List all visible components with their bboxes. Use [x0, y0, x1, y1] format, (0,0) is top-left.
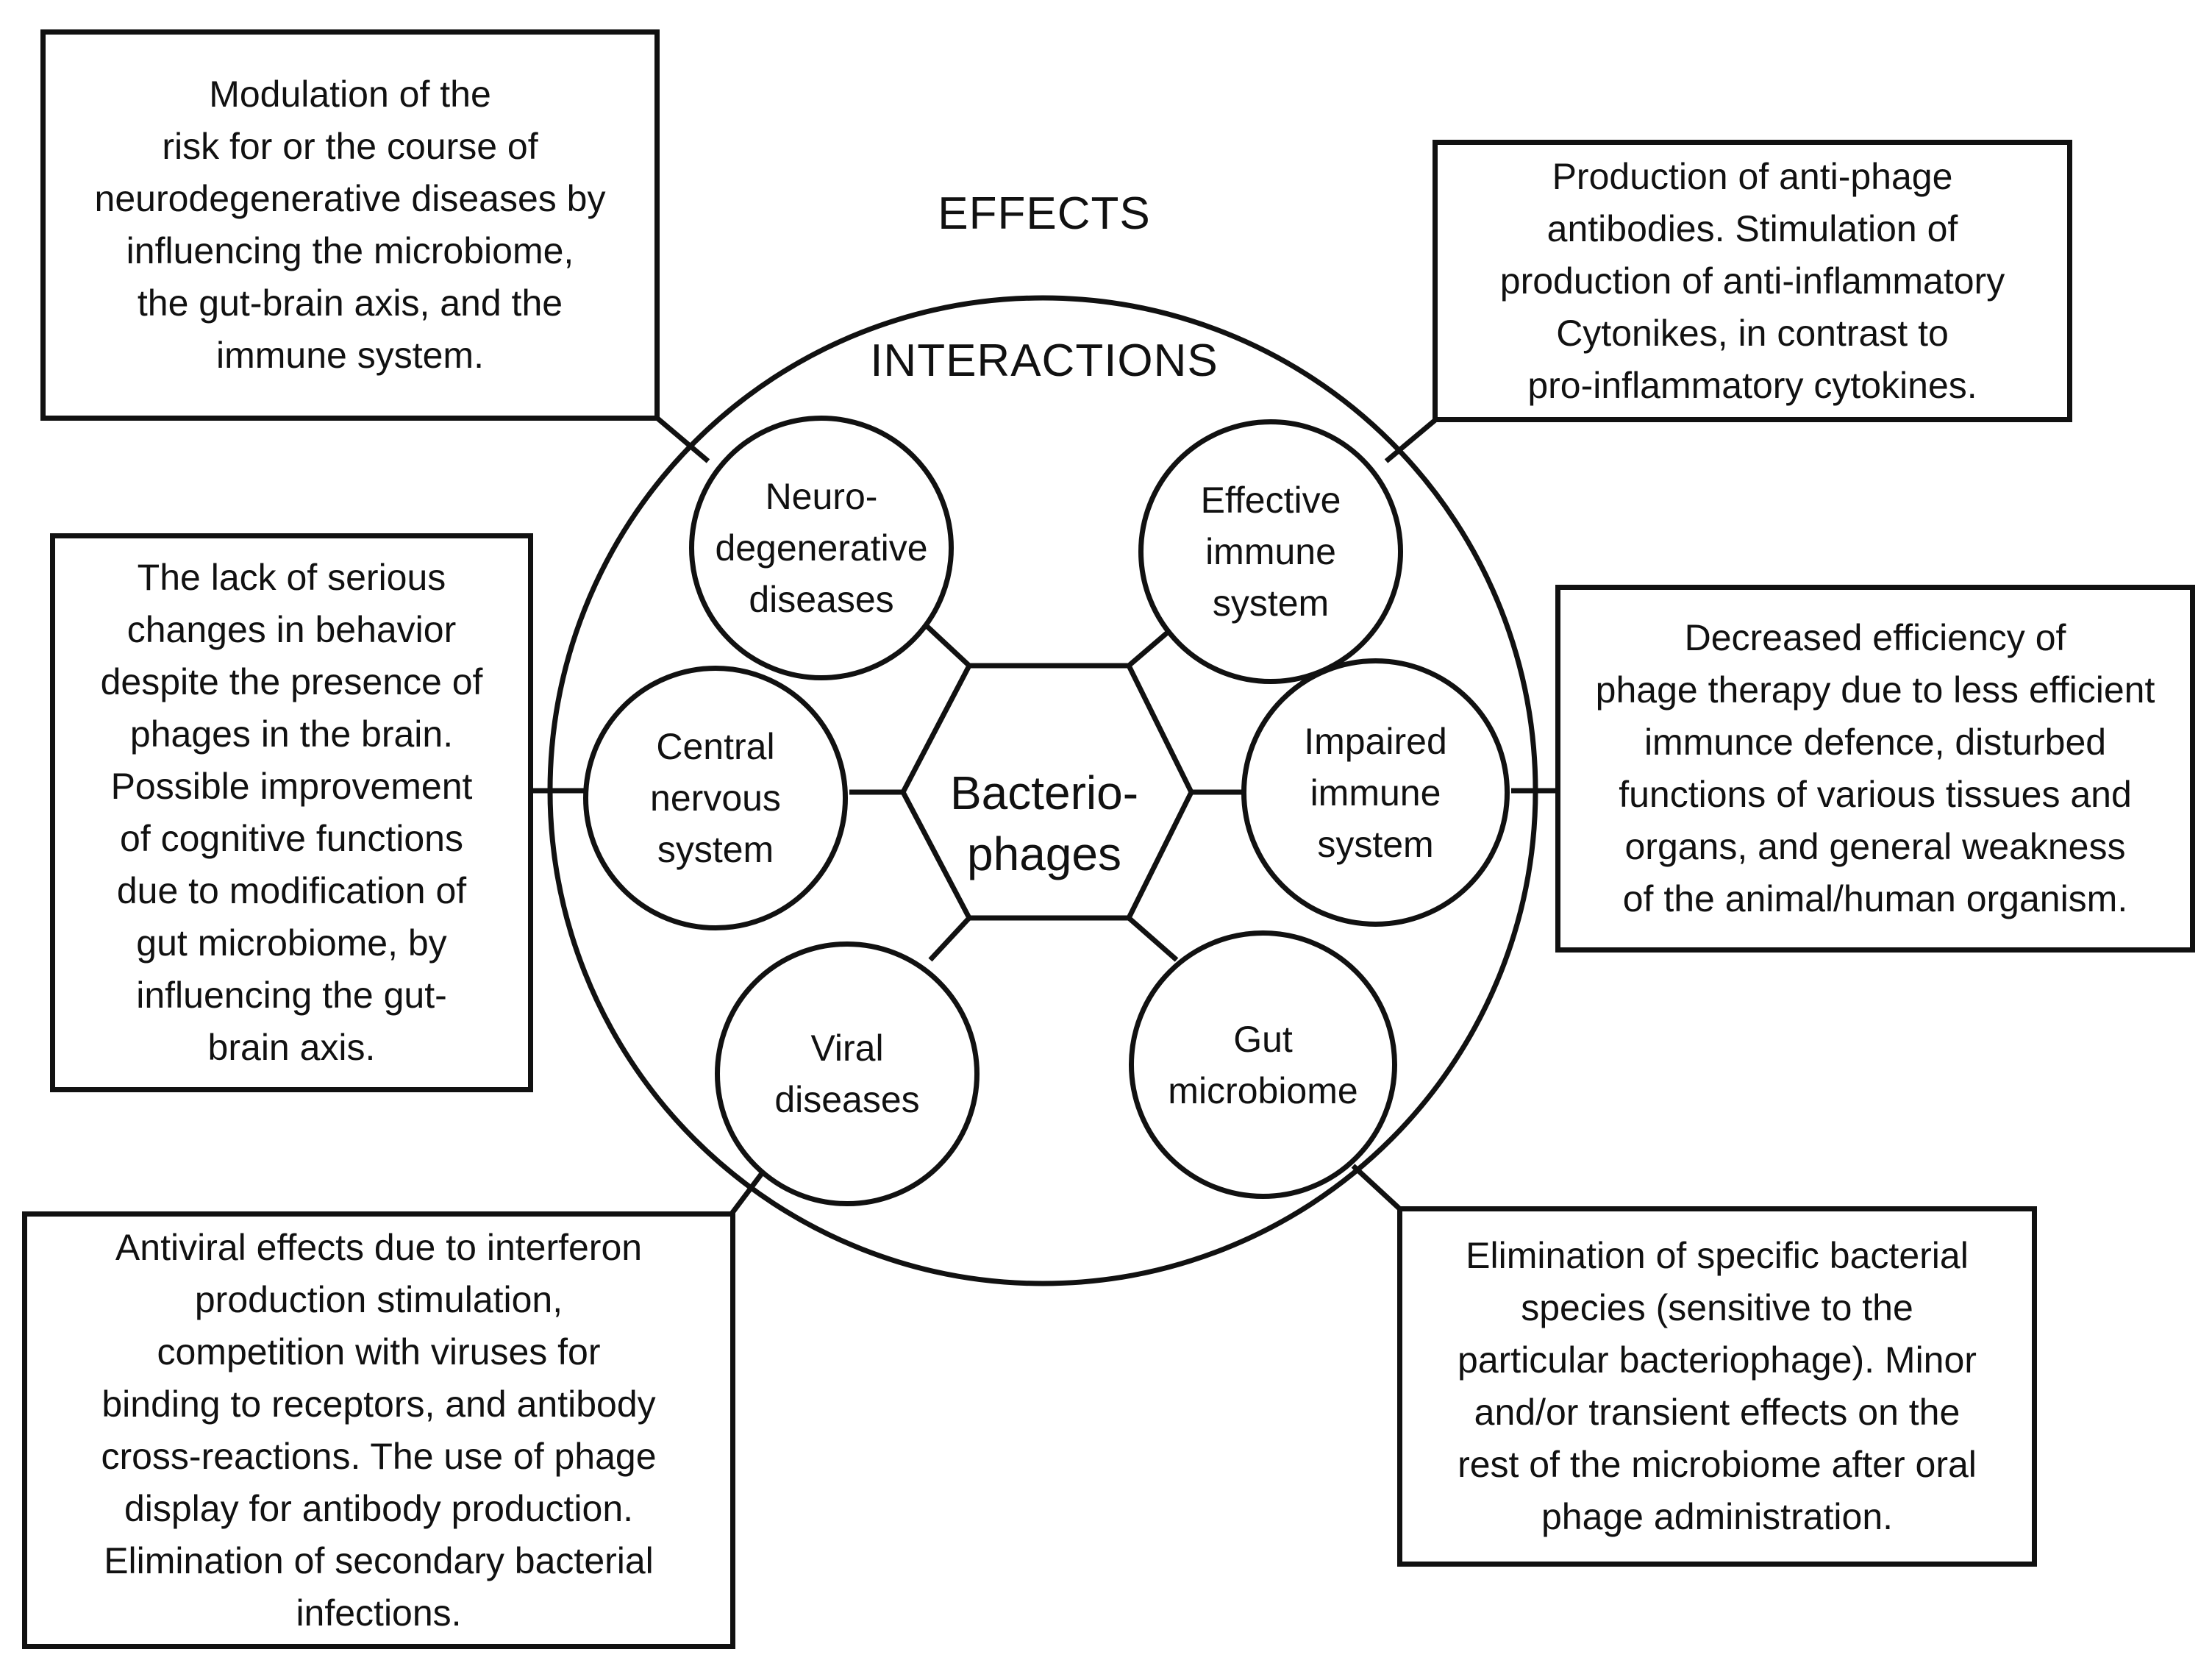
effect-text-line: changes in behavior: [126, 609, 457, 650]
effect-text-line: of cognitive functions: [120, 818, 463, 859]
effect-text-line: despite the presence of: [100, 661, 483, 702]
node-text-line: system: [657, 829, 774, 870]
bacteriophages-label: Bacterio- phages: [912, 706, 1177, 941]
spoke-gut: [1127, 916, 1179, 962]
node-text-line: Impaired: [1304, 720, 1447, 762]
effect-box-central-nervous-system: The lack of serious changes in behavior …: [50, 533, 533, 1092]
effect-box-neurodegenerative: Modulation of the risk for or the course…: [40, 29, 660, 421]
node-impaired-immune-system: Impaired immune system: [1241, 658, 1510, 927]
effect-box-effective-immune: Production of anti-phage antibodies. Sti…: [1433, 140, 2072, 422]
node-text-line: Central: [656, 726, 775, 767]
node-text-line: immune: [1205, 531, 1336, 572]
effect-text-line: the gut-brain axis, and the: [137, 282, 563, 324]
node-neurodegenerative-diseases: Neuro- degenerative diseases: [689, 416, 954, 680]
effect-text-line: phage therapy due to less efficient: [1595, 669, 2155, 711]
node-text-line: diseases: [749, 579, 894, 620]
node-text-line: microbiome: [1168, 1069, 1358, 1111]
node-text-line: system: [1212, 583, 1330, 624]
effect-text-line: display for antibody production.: [124, 1487, 634, 1529]
node-viral-diseases: Viral diseases: [715, 941, 980, 1206]
effects-heading: EFFECTS: [938, 188, 1151, 239]
effect-text-line: infections.: [296, 1592, 462, 1634]
node-text-line: Neuro-: [765, 476, 878, 517]
effect-text-line: organs, and general weakness: [1624, 826, 2126, 867]
connector-neurodegenerative: [654, 415, 710, 463]
spoke-viral: [928, 916, 971, 962]
effect-text-line: Antiviral effects due to interferon: [115, 1226, 643, 1268]
node-text-line: diseases: [774, 1079, 920, 1120]
effect-text-line: and/or transient effects on the: [1474, 1392, 1961, 1433]
effect-box-gut-microbiome: Elimination of specific bacterial specie…: [1397, 1206, 2037, 1567]
effect-text-line: antibodies. Stimulation of: [1546, 207, 1958, 249]
effect-text-line: production stimulation,: [194, 1278, 563, 1320]
effect-text-line: neurodegenerative diseases by: [94, 178, 606, 219]
effect-text-line: Production of anti-phage: [1552, 155, 1953, 197]
effect-text-line: binding to receptors, and antibody: [101, 1383, 656, 1425]
connector-effective-immune: [1384, 417, 1438, 463]
effect-box-impaired-immune: Decreased efficiency of phage therapy du…: [1555, 585, 2195, 953]
effect-text-line: Modulation of the: [209, 74, 491, 115]
effect-text-line: rest of the microbiome after oral: [1458, 1444, 1977, 1485]
node-text-line: Effective: [1200, 480, 1341, 521]
effect-text-line: influencing the microbiome,: [126, 230, 574, 271]
effect-text-line: gut microbiome, by: [136, 922, 447, 964]
node-text-line: Gut: [1233, 1018, 1293, 1060]
effect-text-line: Elimination of secondary bacterial: [104, 1539, 654, 1581]
node-central-nervous-system: Central nervous system: [583, 666, 848, 930]
effect-text-line: risk for or the course of: [162, 126, 538, 167]
effect-box-viral-diseases: Antiviral effects due to interferon prod…: [22, 1211, 735, 1649]
connector-viral: [729, 1167, 767, 1216]
effect-text-line: production of anti-inflammatory: [1499, 260, 2005, 302]
node-gut-microbiome: Gut microbiome: [1129, 930, 1397, 1199]
effect-connectors: [533, 415, 1559, 1216]
effect-text-line: immune system.: [216, 335, 484, 376]
effect-text-line: species (sensitive to the: [1521, 1287, 1913, 1328]
effect-text-line: brain axis.: [207, 1027, 376, 1068]
node-text-line: immune: [1310, 772, 1441, 813]
effect-text-line: functions of various tissues and: [1619, 774, 2132, 815]
node-text-line: system: [1317, 823, 1434, 865]
effect-text-line: Possible improvement: [110, 766, 473, 807]
effect-text-line: particular bacteriophage). Minor: [1458, 1339, 1977, 1381]
effect-text-line: Cytonikes, in contrast to: [1556, 312, 1949, 354]
hub-line-2: phages: [967, 827, 1121, 880]
effect-text-line: pro-inflammatory cytokines.: [1527, 364, 1977, 406]
node-effective-immune-system: Effective immune system: [1138, 419, 1403, 684]
interactions-heading: INTERACTIONS: [870, 335, 1219, 386]
effect-text-line: phages in the brain.: [129, 713, 454, 755]
node-text-line: nervous: [650, 777, 781, 819]
effect-text-line: Decreased efficiency of: [1684, 617, 2066, 658]
effect-text-line: of the animal/human organism.: [1622, 878, 2128, 919]
bacteriophages-hexagon: [900, 663, 1194, 921]
node-text-line: degenerative: [715, 527, 928, 569]
node-text-line: Viral: [810, 1028, 884, 1069]
hub-line-1: Bacterio-: [949, 766, 1139, 819]
effect-text-line: competition with viruses for: [157, 1331, 601, 1372]
effect-text-line: due to modification of: [116, 870, 467, 911]
effect-text-line: influencing the gut-: [136, 975, 447, 1016]
effect-text-line: The lack of serious: [137, 557, 446, 598]
effect-text-line: phage administration.: [1541, 1496, 1894, 1537]
effect-text-line: immunce defence, disturbed: [1644, 722, 2107, 763]
effect-text-line: Elimination of specific bacterial: [1466, 1235, 1969, 1276]
connector-gut: [1351, 1164, 1403, 1212]
effect-text-line: cross-reactions. The use of phage: [101, 1435, 657, 1477]
